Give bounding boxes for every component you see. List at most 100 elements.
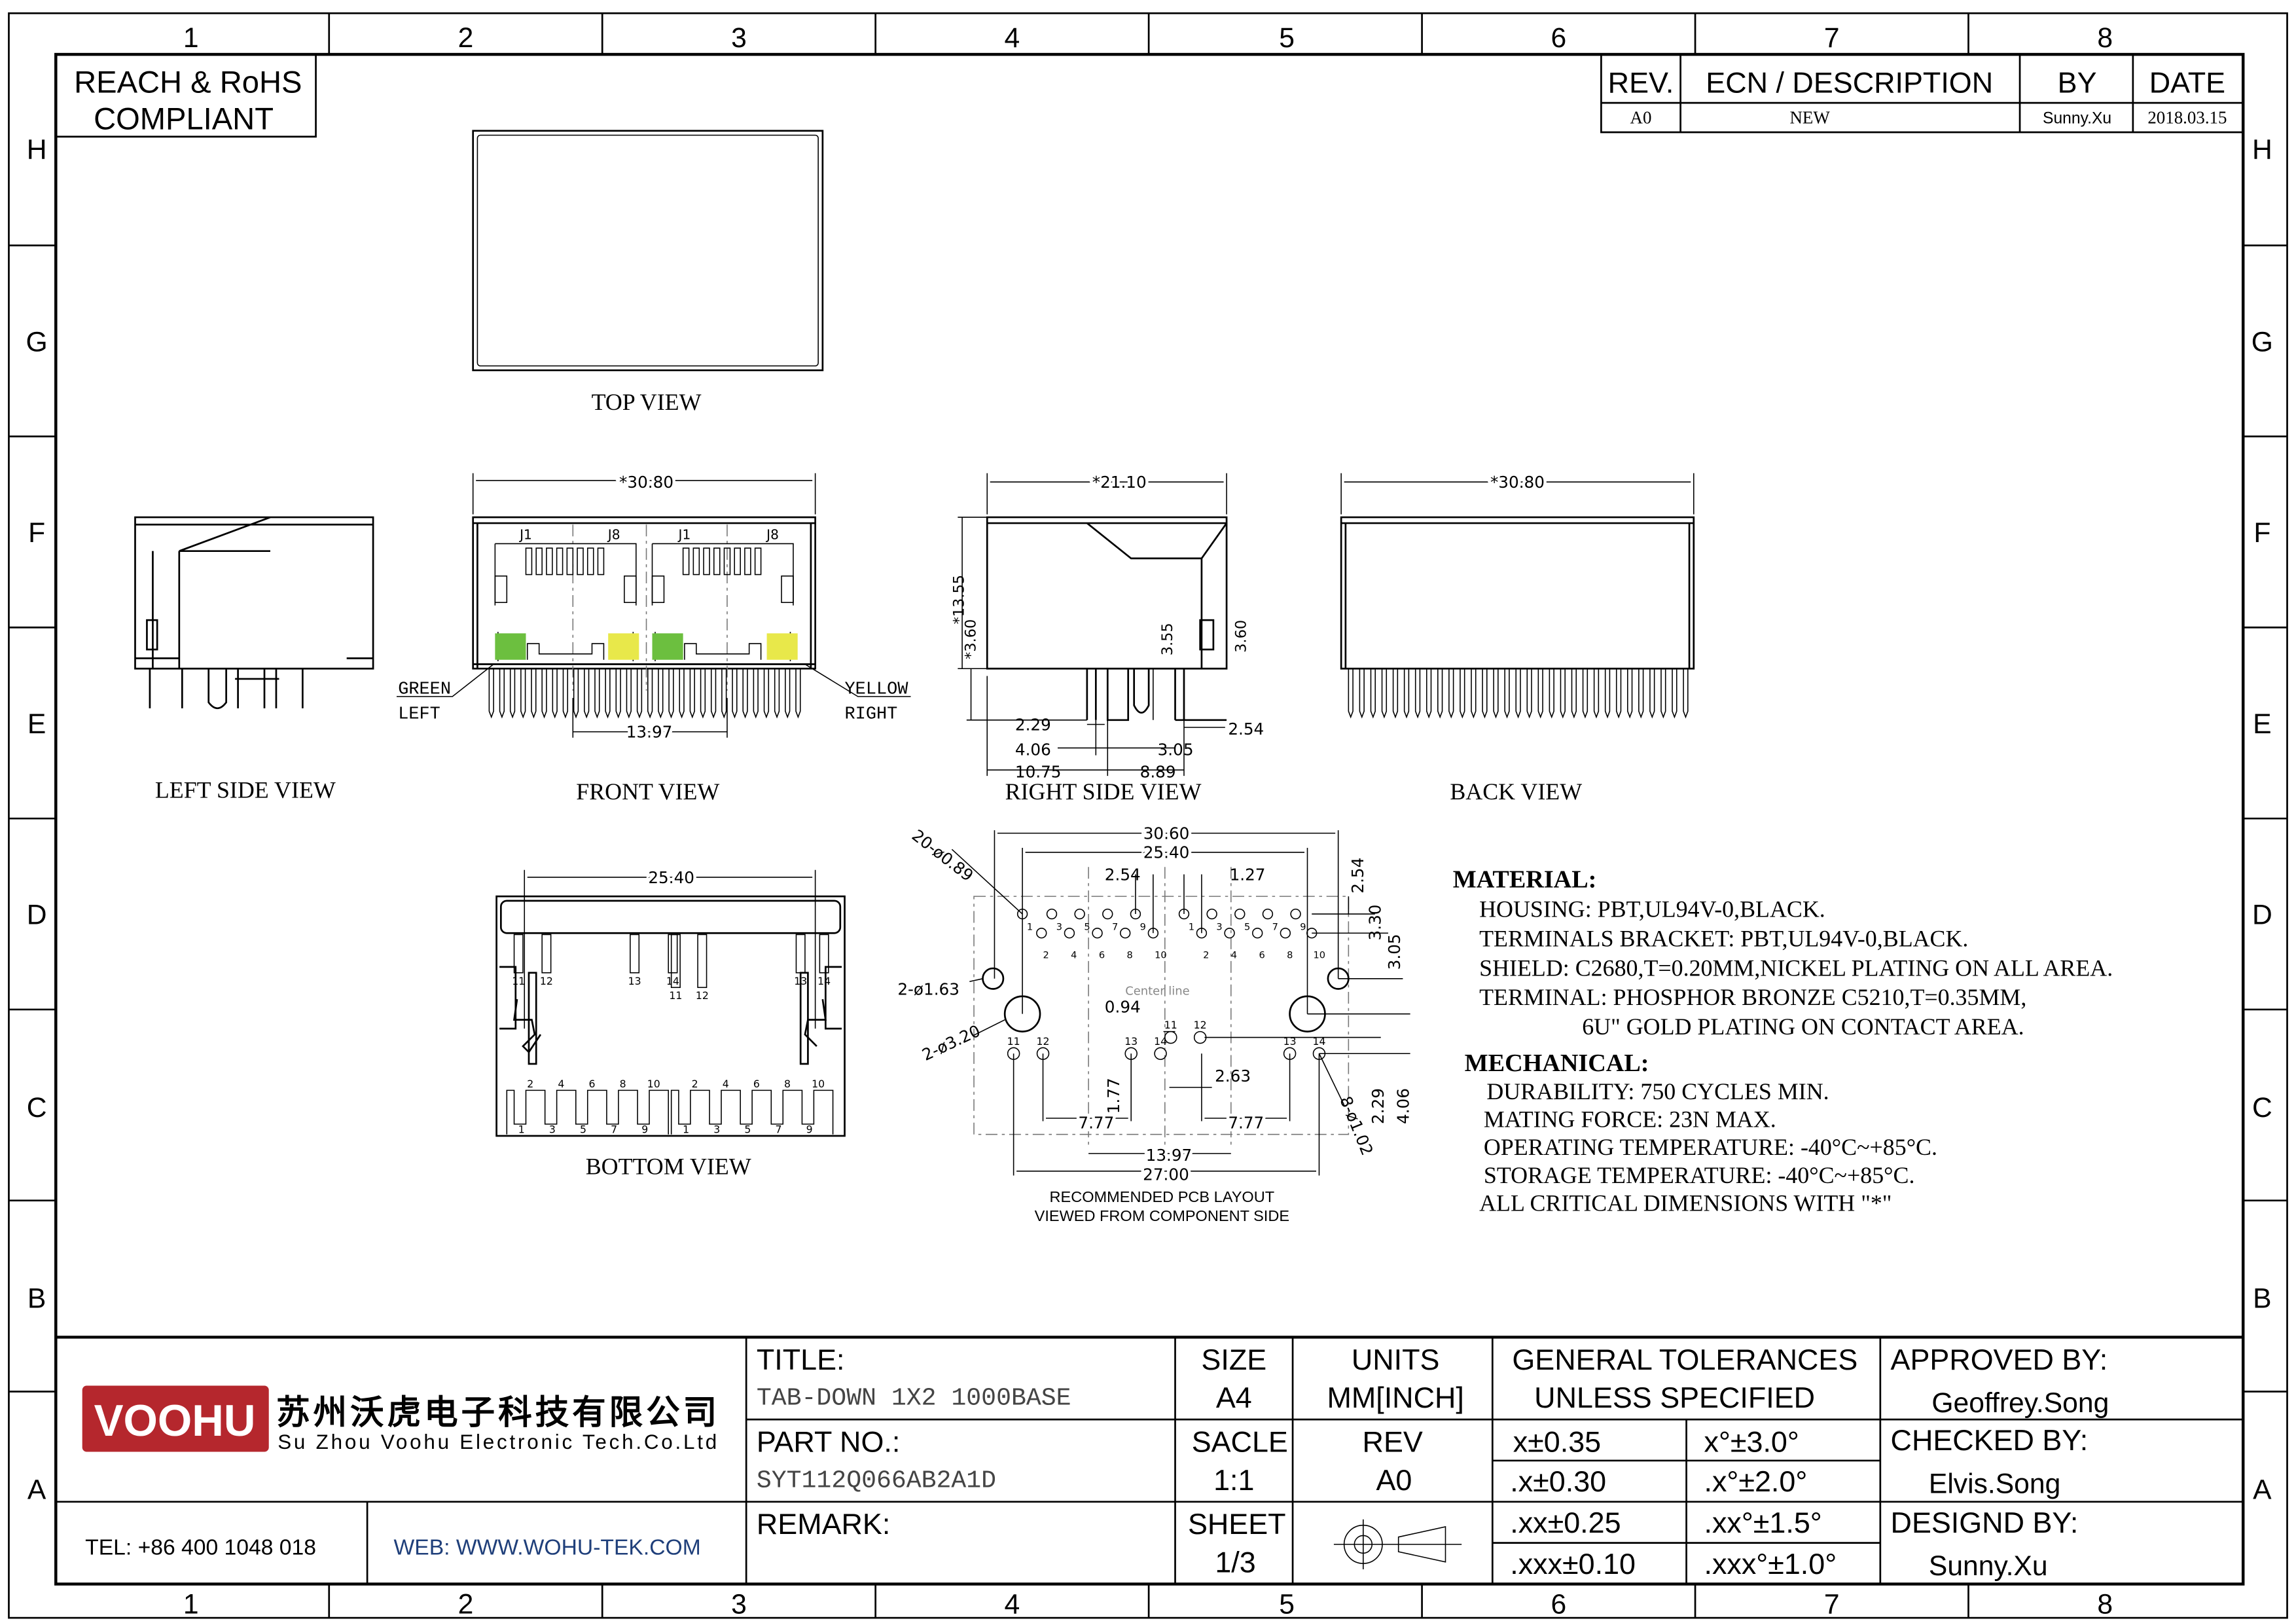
- through-hole-pin: [1593, 668, 1600, 719]
- rev-label: REV: [1363, 1425, 1423, 1458]
- right-dim-8-89: 8.89: [1140, 762, 1176, 781]
- through-hole-pin: [1370, 668, 1376, 719]
- telephone: TEL: +86 400 1048 018: [85, 1536, 316, 1560]
- back-view-label: BACK VIEW: [1450, 778, 1582, 805]
- pcb-hole: [1007, 1047, 1020, 1061]
- through-hole-pin: [1504, 668, 1510, 719]
- through-hole-pin: [710, 668, 717, 719]
- pcb-hole: [1196, 928, 1208, 939]
- pcb-pin-number: 6: [1099, 949, 1105, 960]
- pcb-dim-2-54-vertical: 2.54: [1348, 858, 1367, 894]
- pcb-pin-number: 9: [1140, 922, 1146, 933]
- mount-hole-small-right: [1327, 967, 1350, 990]
- tolerance-angular: .x°±2.0°: [1704, 1465, 1808, 1498]
- frame-column-label-top: 4: [1005, 22, 1020, 54]
- right-side-view-label: RIGHT SIDE VIEW: [1005, 778, 1202, 805]
- pcb-pin-number: 11: [1007, 1035, 1020, 1048]
- contact-pin: [577, 547, 584, 575]
- led-yellow-right: [766, 633, 798, 660]
- pcb-hole: [1178, 908, 1190, 920]
- frame-row-label-right: D: [2252, 900, 2272, 931]
- pcb-dim-27-00: 27.00: [1143, 1165, 1189, 1184]
- bottom-pin-number: 8: [784, 1078, 791, 1090]
- pcb-dim-2-54: 2.54: [1105, 865, 1141, 884]
- contact-pin: [713, 547, 721, 575]
- material-line: SHIELD: C2680,T=0.20MM,NICKEL PLATING ON…: [1479, 955, 2113, 981]
- through-hole-pin: [1537, 668, 1543, 719]
- through-hole-pin: [1348, 668, 1354, 719]
- through-hole-pin: [541, 668, 547, 719]
- date-header: DATE: [2149, 65, 2225, 99]
- terminal-comb: [506, 1089, 669, 1135]
- pcb-pin-number: 11: [1164, 1019, 1177, 1031]
- pcb-dim-1-77: 1.77: [1104, 1078, 1123, 1114]
- pcb-caption-line-1: RECOMMENDED PCB LAYOUT: [1049, 1188, 1274, 1205]
- through-hole-pin: [668, 668, 674, 719]
- frame-column-label-bottom: 2: [458, 1588, 474, 1620]
- back-width-dim: *30.80: [1490, 473, 1545, 492]
- contact-pin: [754, 547, 762, 575]
- pcb-pin-number: 7: [1112, 922, 1118, 933]
- pcb-dim-7-77-right: 7.77: [1228, 1114, 1264, 1133]
- bottom-view-label: BOTTOM VIEW: [586, 1153, 751, 1179]
- pcb-hole: [1016, 908, 1028, 920]
- through-hole-pin: [1482, 668, 1488, 719]
- front-j1-left: J1: [518, 527, 532, 543]
- frame-column-label-bottom: 5: [1279, 1588, 1295, 1620]
- tolerance-linear: .x±0.30: [1510, 1465, 1606, 1498]
- contact-pin: [597, 547, 605, 575]
- right-dim-3-55: 3.55: [1159, 623, 1176, 655]
- through-hole-pin: [615, 668, 621, 719]
- material-title: MATERIAL:: [1453, 866, 1597, 894]
- pcb-pin-number: 1: [1189, 922, 1194, 933]
- title-block: VOOHU 苏州沃虎电子科技有限公司 Su Zhou Voohu Electro…: [56, 1336, 2244, 1584]
- led-lightpipe: [651, 575, 665, 604]
- mechanical-line: OPERATING TEMPERATURE: -40°C~+85°C.: [1484, 1134, 1937, 1160]
- through-hole-pin: [1414, 668, 1421, 719]
- pcb-hole: [1262, 908, 1274, 920]
- terminal-comb: [670, 1089, 834, 1135]
- date-value: 2018.03.15: [2147, 108, 2227, 128]
- pcb-hole-mid-callout: 2-ø1.63: [897, 979, 960, 998]
- approved-by-value: Geoffrey.Song: [1931, 1387, 2109, 1419]
- pcb-pin-number: 7: [1272, 922, 1278, 933]
- material-line: TERMINAL: PHOSPHOR BRONZE C5210,T=0.35MM…: [1479, 984, 2026, 1010]
- designed-by-value: Sunny.Xu: [1929, 1550, 2048, 1582]
- bottom-pin: [697, 934, 708, 989]
- contact-pin: [734, 547, 741, 575]
- top-view-label: TOP VIEW: [592, 389, 702, 415]
- pcb-dim-0-94: 0.94: [1105, 997, 1141, 1016]
- pcb-pin-number: 13: [1124, 1035, 1138, 1048]
- by-header: BY: [2058, 65, 2097, 99]
- tolerance-linear: x±0.35: [1513, 1425, 1601, 1458]
- front-width-dim: *30.80: [619, 473, 673, 492]
- mechanical-line: STORAGE TEMPERATURE: -40°C~+85°C.: [1484, 1162, 1915, 1188]
- website-link[interactable]: WEB: WWW.WOHU-TEK.COM: [393, 1536, 700, 1560]
- through-hole-pin: [689, 668, 695, 719]
- frame-column-label-bottom: 6: [1551, 1588, 1566, 1620]
- bottom-pin-number: 3: [713, 1123, 720, 1135]
- through-hole-pin: [636, 668, 643, 719]
- pcb-dim-25-40: 25.40: [1143, 843, 1190, 862]
- through-hole-pin: [1515, 668, 1521, 719]
- front-view: *30.80 J1 J8 J1 J8 GREEN LEFT YELLOW RIG…: [396, 470, 911, 805]
- mechanical-title: MECHANICAL:: [1465, 1049, 1649, 1077]
- contact-pin: [556, 547, 564, 575]
- right-dim-2-54: 2.54: [1228, 720, 1264, 739]
- through-hole-pin: [552, 668, 558, 719]
- frame-column-label-bottom: 3: [731, 1588, 747, 1620]
- units-label: UNITS: [1352, 1343, 1440, 1376]
- approved-by-label: APPROVED BY:: [1891, 1343, 2108, 1376]
- bottom-pin-number: 7: [776, 1123, 782, 1135]
- right-depth-dim: *21.10: [1092, 473, 1147, 492]
- logo-badge: [82, 1385, 269, 1452]
- right-dim-10-75: 10.75: [1015, 762, 1062, 781]
- bottom-pin: [819, 934, 829, 974]
- through-hole-pin: [1448, 668, 1454, 719]
- frame-column-label-top: 7: [1824, 22, 1840, 54]
- bottom-pin-number: 2: [692, 1078, 698, 1090]
- pcb-hole: [1252, 928, 1263, 939]
- through-hole-pin: [1381, 668, 1388, 719]
- pcb-pin-number: 6: [1259, 949, 1265, 960]
